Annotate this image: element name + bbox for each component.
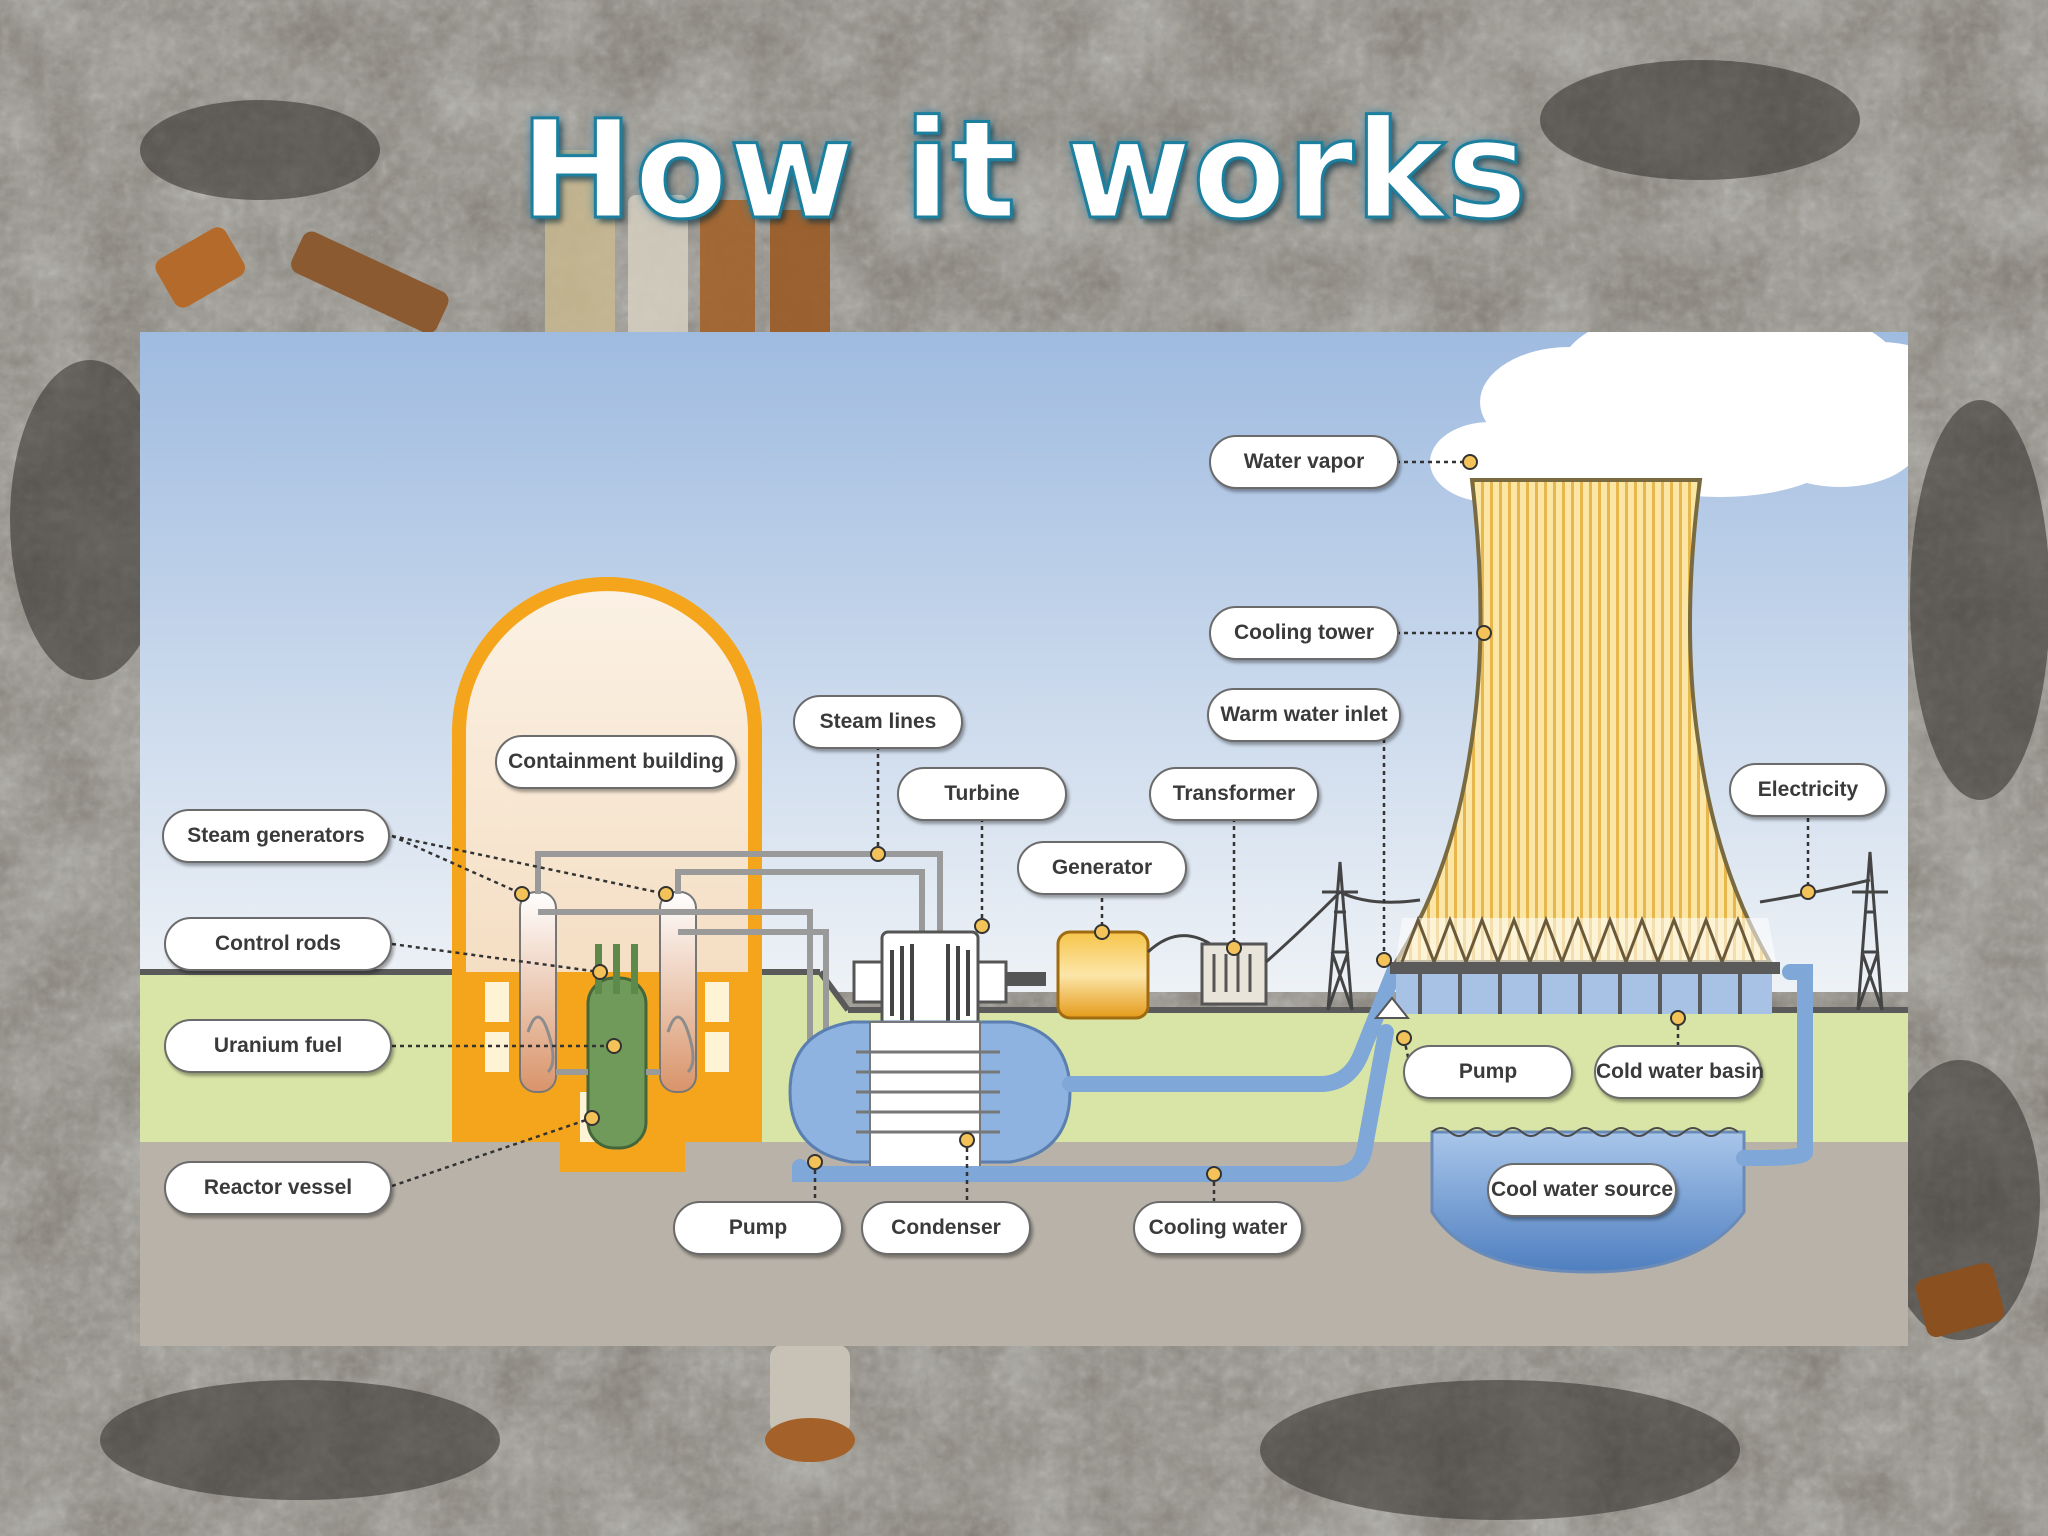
label-electricity: Electricity <box>1729 763 1887 817</box>
label-cold-water-basin: Cold water basin <box>1594 1045 1764 1099</box>
cooling-tower-shape <box>1390 478 1780 1014</box>
condenser-shape <box>788 1020 1072 1173</box>
label-cooling-water: Cooling water <box>1133 1201 1303 1255</box>
label-cooling-tower: Cooling tower <box>1209 606 1399 660</box>
label-steam-generators: Steam generators <box>162 809 390 863</box>
label-reactor-vessel: Reactor vessel <box>164 1161 392 1215</box>
turbine-shape <box>852 930 1008 1034</box>
label-uranium-fuel: Uranium fuel <box>164 1019 392 1073</box>
label-containment-building: Containment building <box>495 735 737 789</box>
label-warm-water-inlet: Warm water inlet <box>1207 688 1401 742</box>
label-steam-lines: Steam lines <box>793 695 963 749</box>
generator-shape <box>1056 930 1150 1020</box>
label-pump-left: Pump <box>673 1201 843 1255</box>
diagram-illustration <box>140 332 1908 1346</box>
leader-markers <box>514 454 1816 1182</box>
label-control-rods: Control rods <box>164 917 392 971</box>
slide-title: How it works <box>518 91 1529 252</box>
label-transformer: Transformer <box>1149 767 1319 821</box>
label-generator: Generator <box>1017 841 1187 895</box>
label-cool-water-source: Cool water source <box>1487 1163 1677 1217</box>
label-water-vapor: Water vapor <box>1209 435 1399 489</box>
power-pylons <box>1265 851 1888 1011</box>
label-pump-right: Pump <box>1403 1045 1573 1099</box>
nuclear-plant-diagram: Water vapor Cooling tower Warm water inl… <box>140 332 1908 1346</box>
label-condenser: Condenser <box>861 1201 1031 1255</box>
label-turbine: Turbine <box>897 767 1067 821</box>
leader-lines <box>391 460 1810 1206</box>
